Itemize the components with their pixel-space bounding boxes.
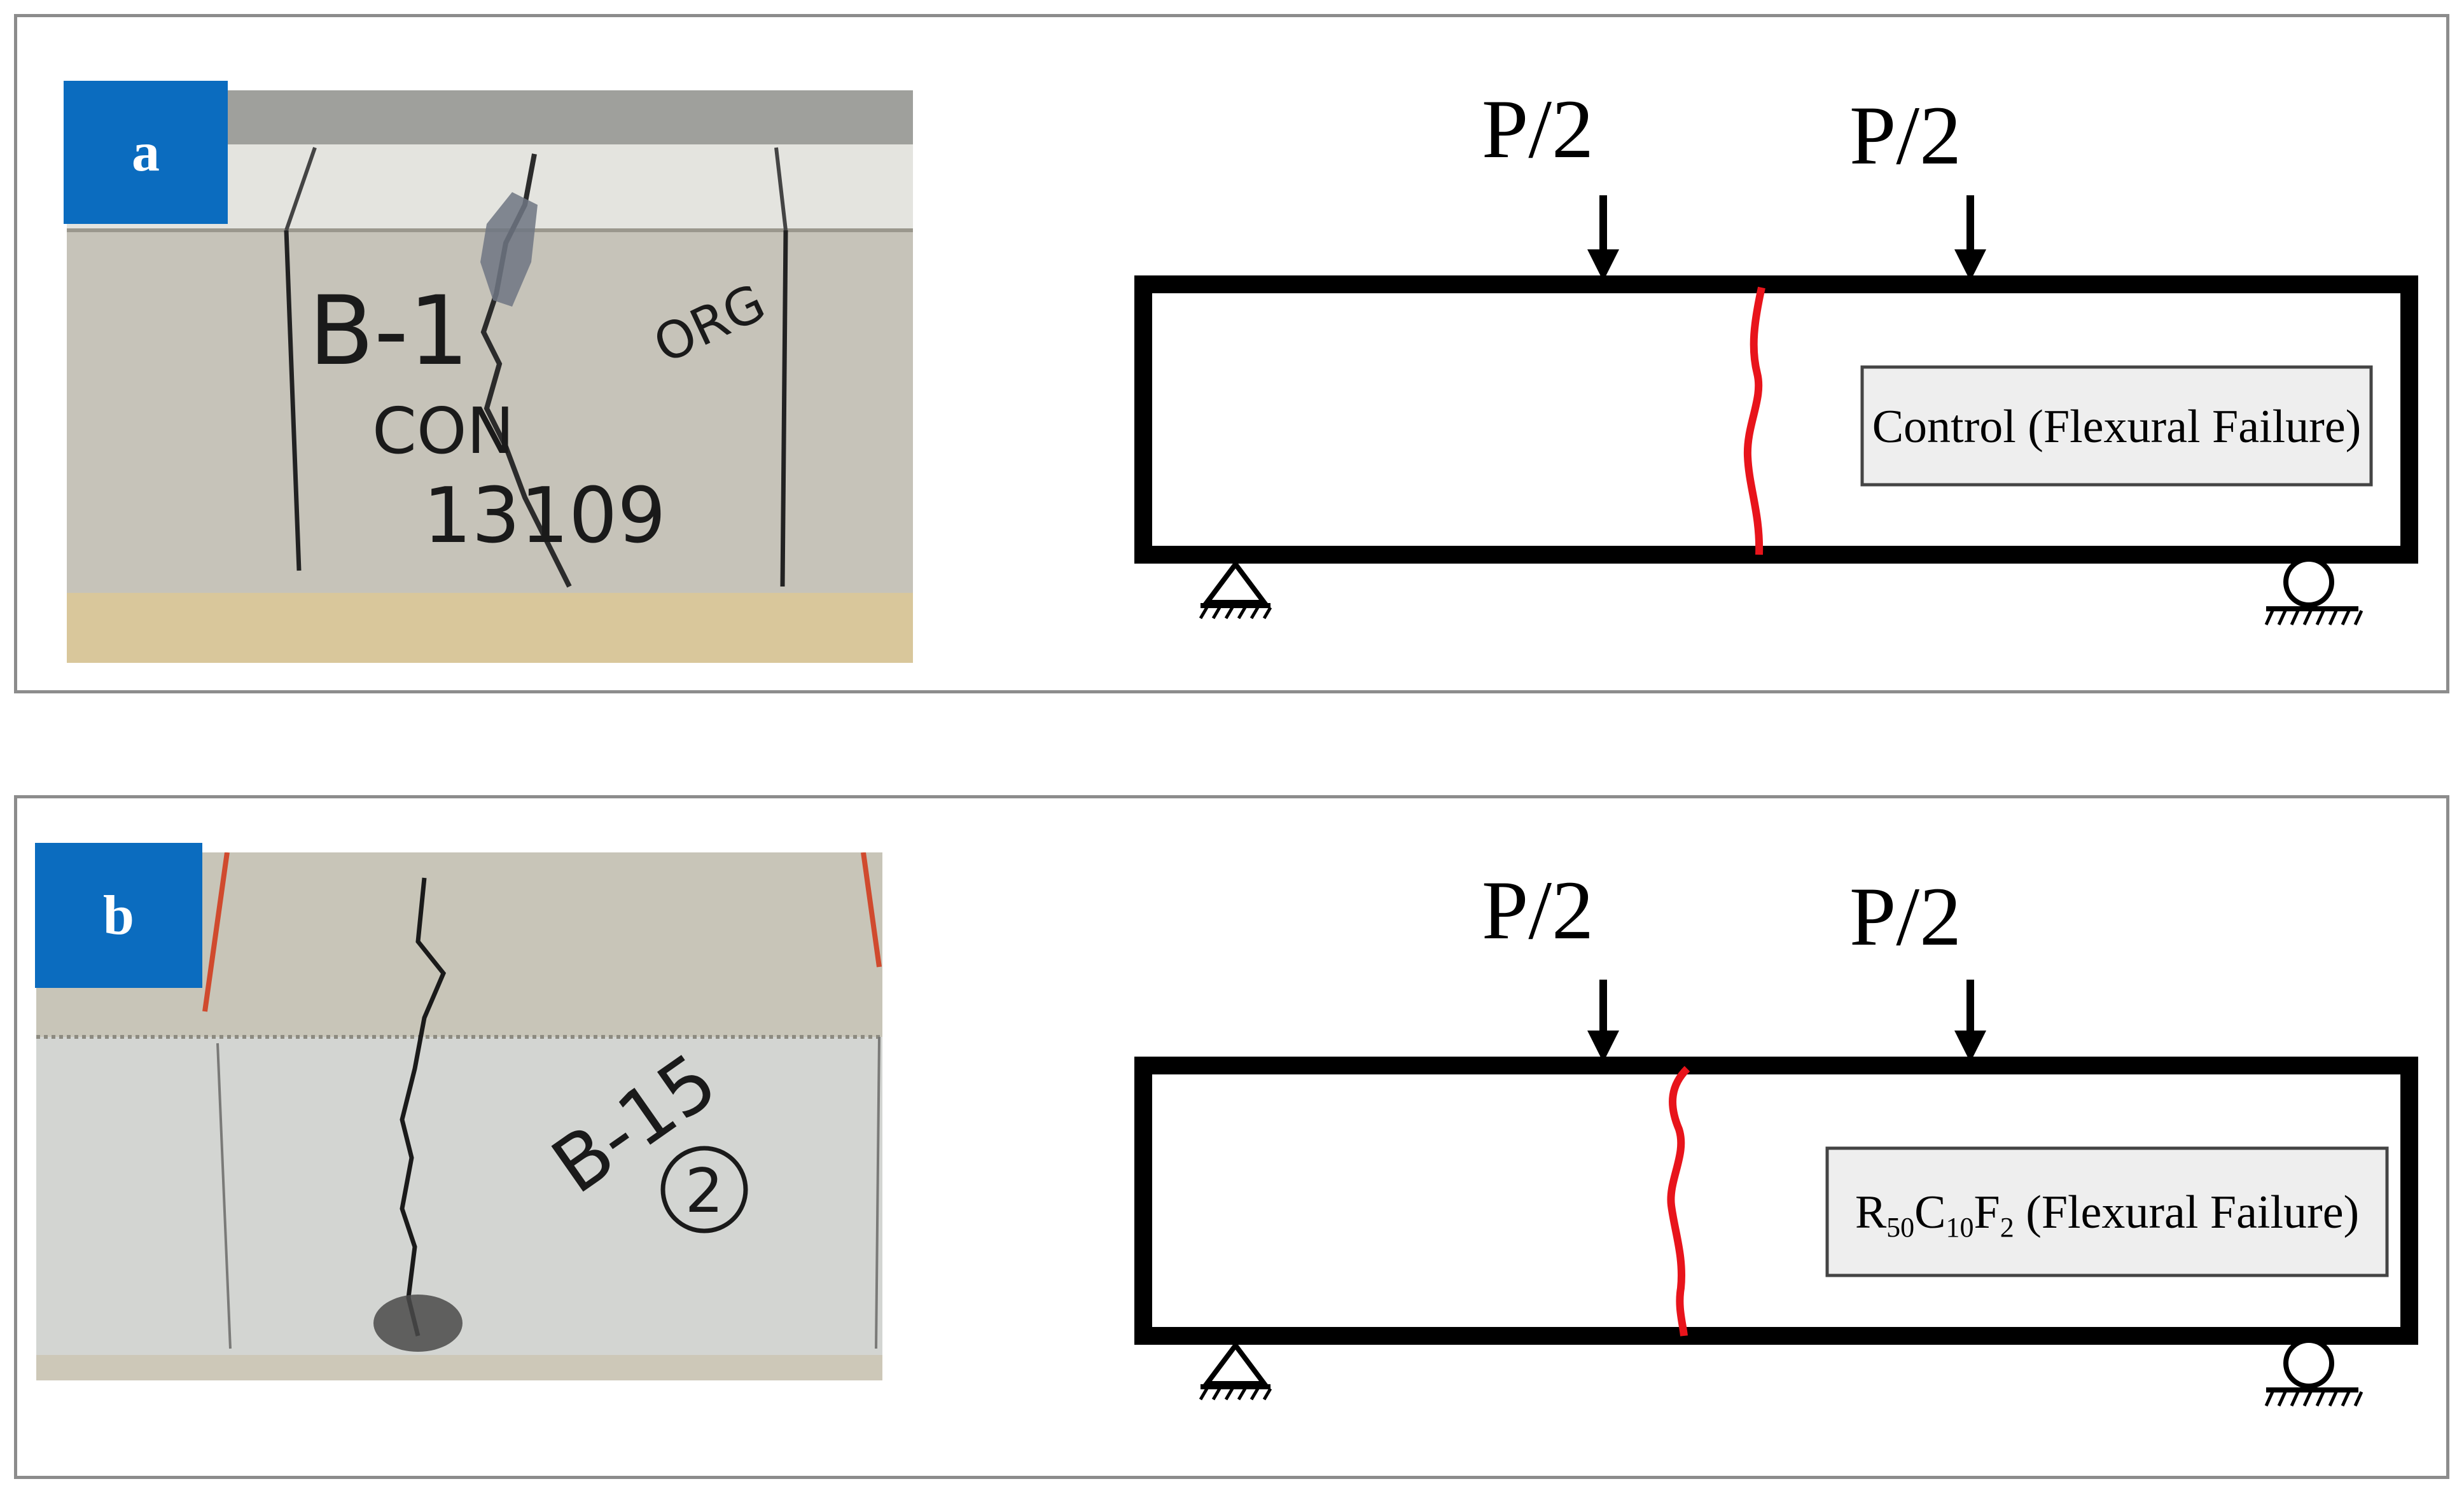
panel-b: B-15 2 b P/2 P/2 R50C10F2 (Flexural Fail… <box>14 795 2449 1479</box>
load-arrow-left-a <box>1587 195 1619 281</box>
failure-box-b <box>1825 1146 2389 1277</box>
roller-support-b <box>2264 1338 2363 1407</box>
photo-a-specimen-mark: B-1 <box>309 276 469 387</box>
load-label-right-a: P/2 <box>1849 88 1961 182</box>
load-label-left-b: P/2 <box>1482 863 1594 957</box>
pin-support-a <box>1199 560 1272 620</box>
diagram-b: P/2 P/2 R50C10F2 (Flexural Failure) <box>1099 849 2435 1460</box>
load-arrow-left-b <box>1587 980 1619 1062</box>
crack-b <box>1667 1066 1690 1337</box>
failure-box-b-text: R50C10F2 (Flexural Failure) <box>1855 1186 2359 1243</box>
roller-support-a <box>2264 557 2363 626</box>
photo-b-number-mark: 2 <box>685 1156 723 1226</box>
panel-a-label: a <box>64 81 228 224</box>
photo-a-date-mark: 13109 <box>423 472 666 560</box>
failure-box-a-text: Control (Flexural Failure) <box>1872 401 2362 453</box>
pin-support-b <box>1199 1341 1272 1401</box>
load-arrow-right-a <box>1954 195 1986 281</box>
panel-b-label: b <box>35 843 202 988</box>
panel-a: B-1 CON 13109 ORG a P/2 P/2 Control (Fle… <box>14 14 2449 693</box>
load-arrow-right-b <box>1954 980 1986 1062</box>
photo-a-beam: B-1 CON 13109 ORG <box>67 90 913 663</box>
load-label-right-b: P/2 <box>1849 870 1961 963</box>
failure-box-a <box>1860 365 2373 487</box>
photo-a-type-mark: CON <box>372 394 514 468</box>
load-label-left-a: P/2 <box>1482 82 1594 176</box>
diagram-a: P/2 P/2 Control (Flexural Failure) <box>1099 68 2435 679</box>
crack-a <box>1743 286 1765 555</box>
